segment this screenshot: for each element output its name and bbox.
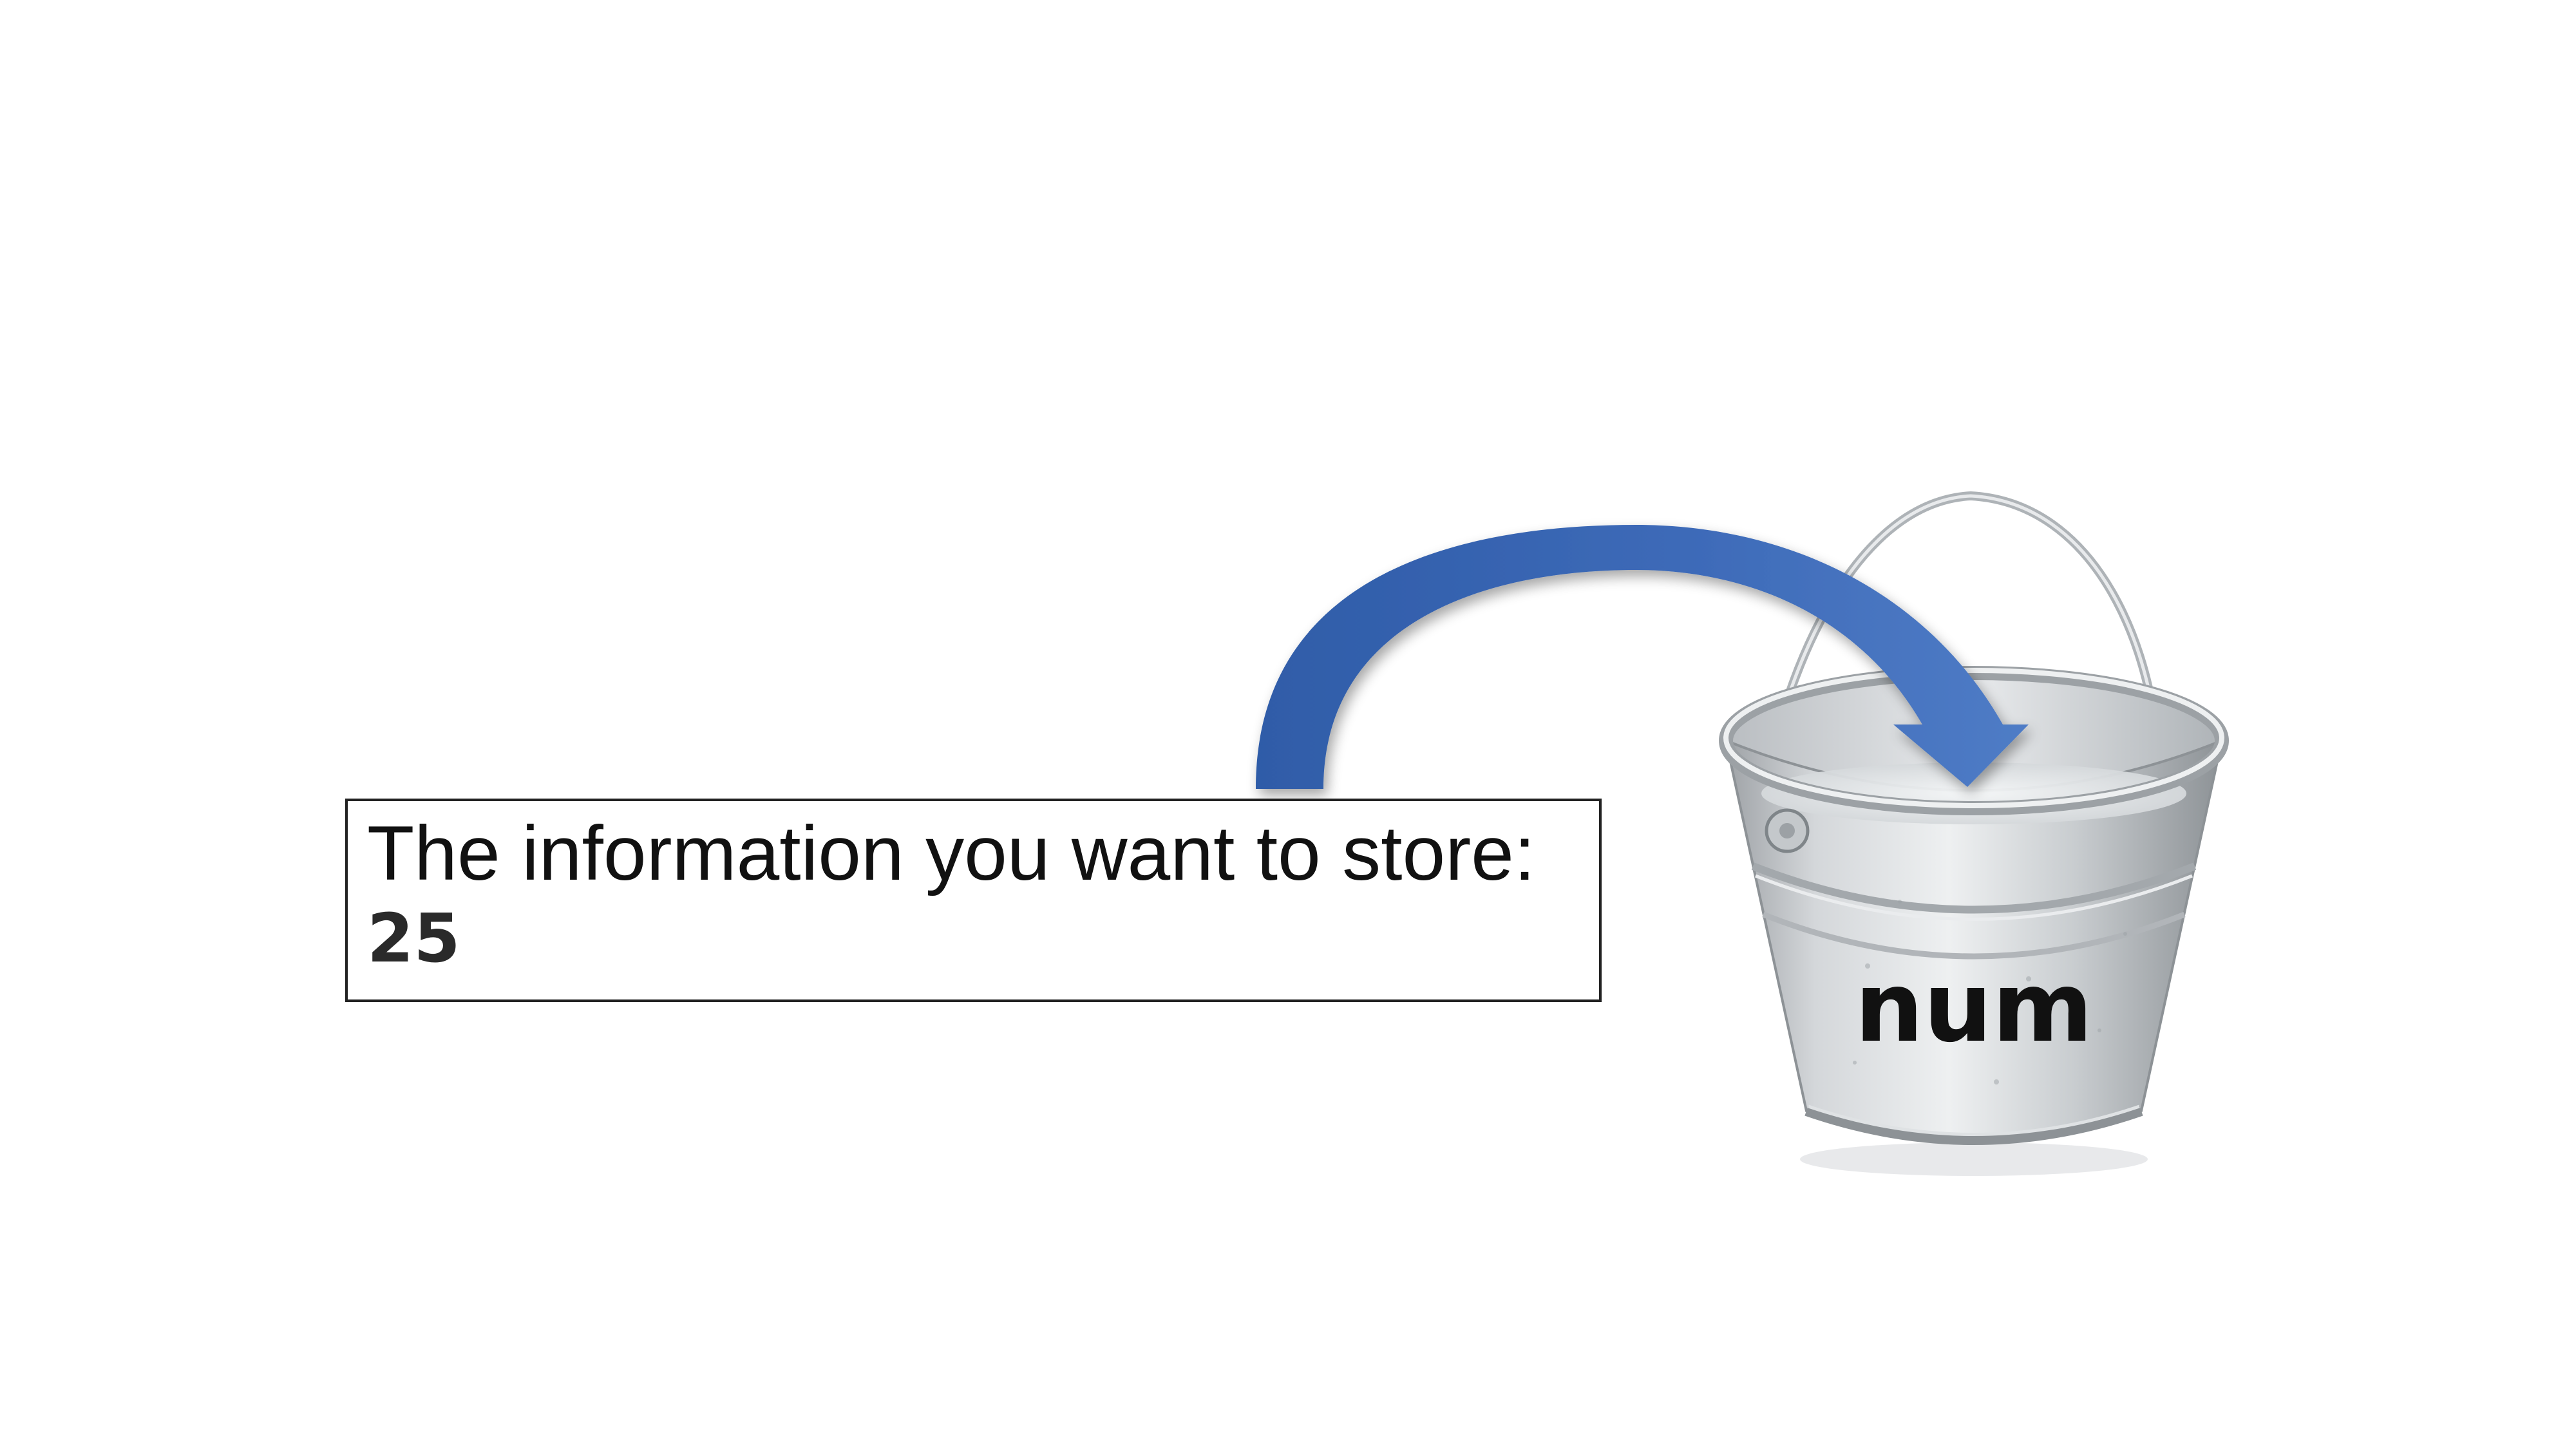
bucket-variable-label: num	[1855, 952, 2093, 1064]
arrow-shape	[1256, 525, 2029, 789]
bucket-bottom-rim	[1804, 1106, 2143, 1145]
curved-arrow-icon	[1256, 525, 2029, 789]
information-label: The information you want to store:	[367, 810, 1536, 896]
bucket-shadow	[1800, 1142, 2148, 1176]
bucket-band-upper	[1751, 862, 2197, 914]
bucket-water	[1761, 762, 2186, 824]
information-box: The information you want to store: 25	[345, 799, 1602, 1002]
information-value: 25	[367, 899, 460, 978]
